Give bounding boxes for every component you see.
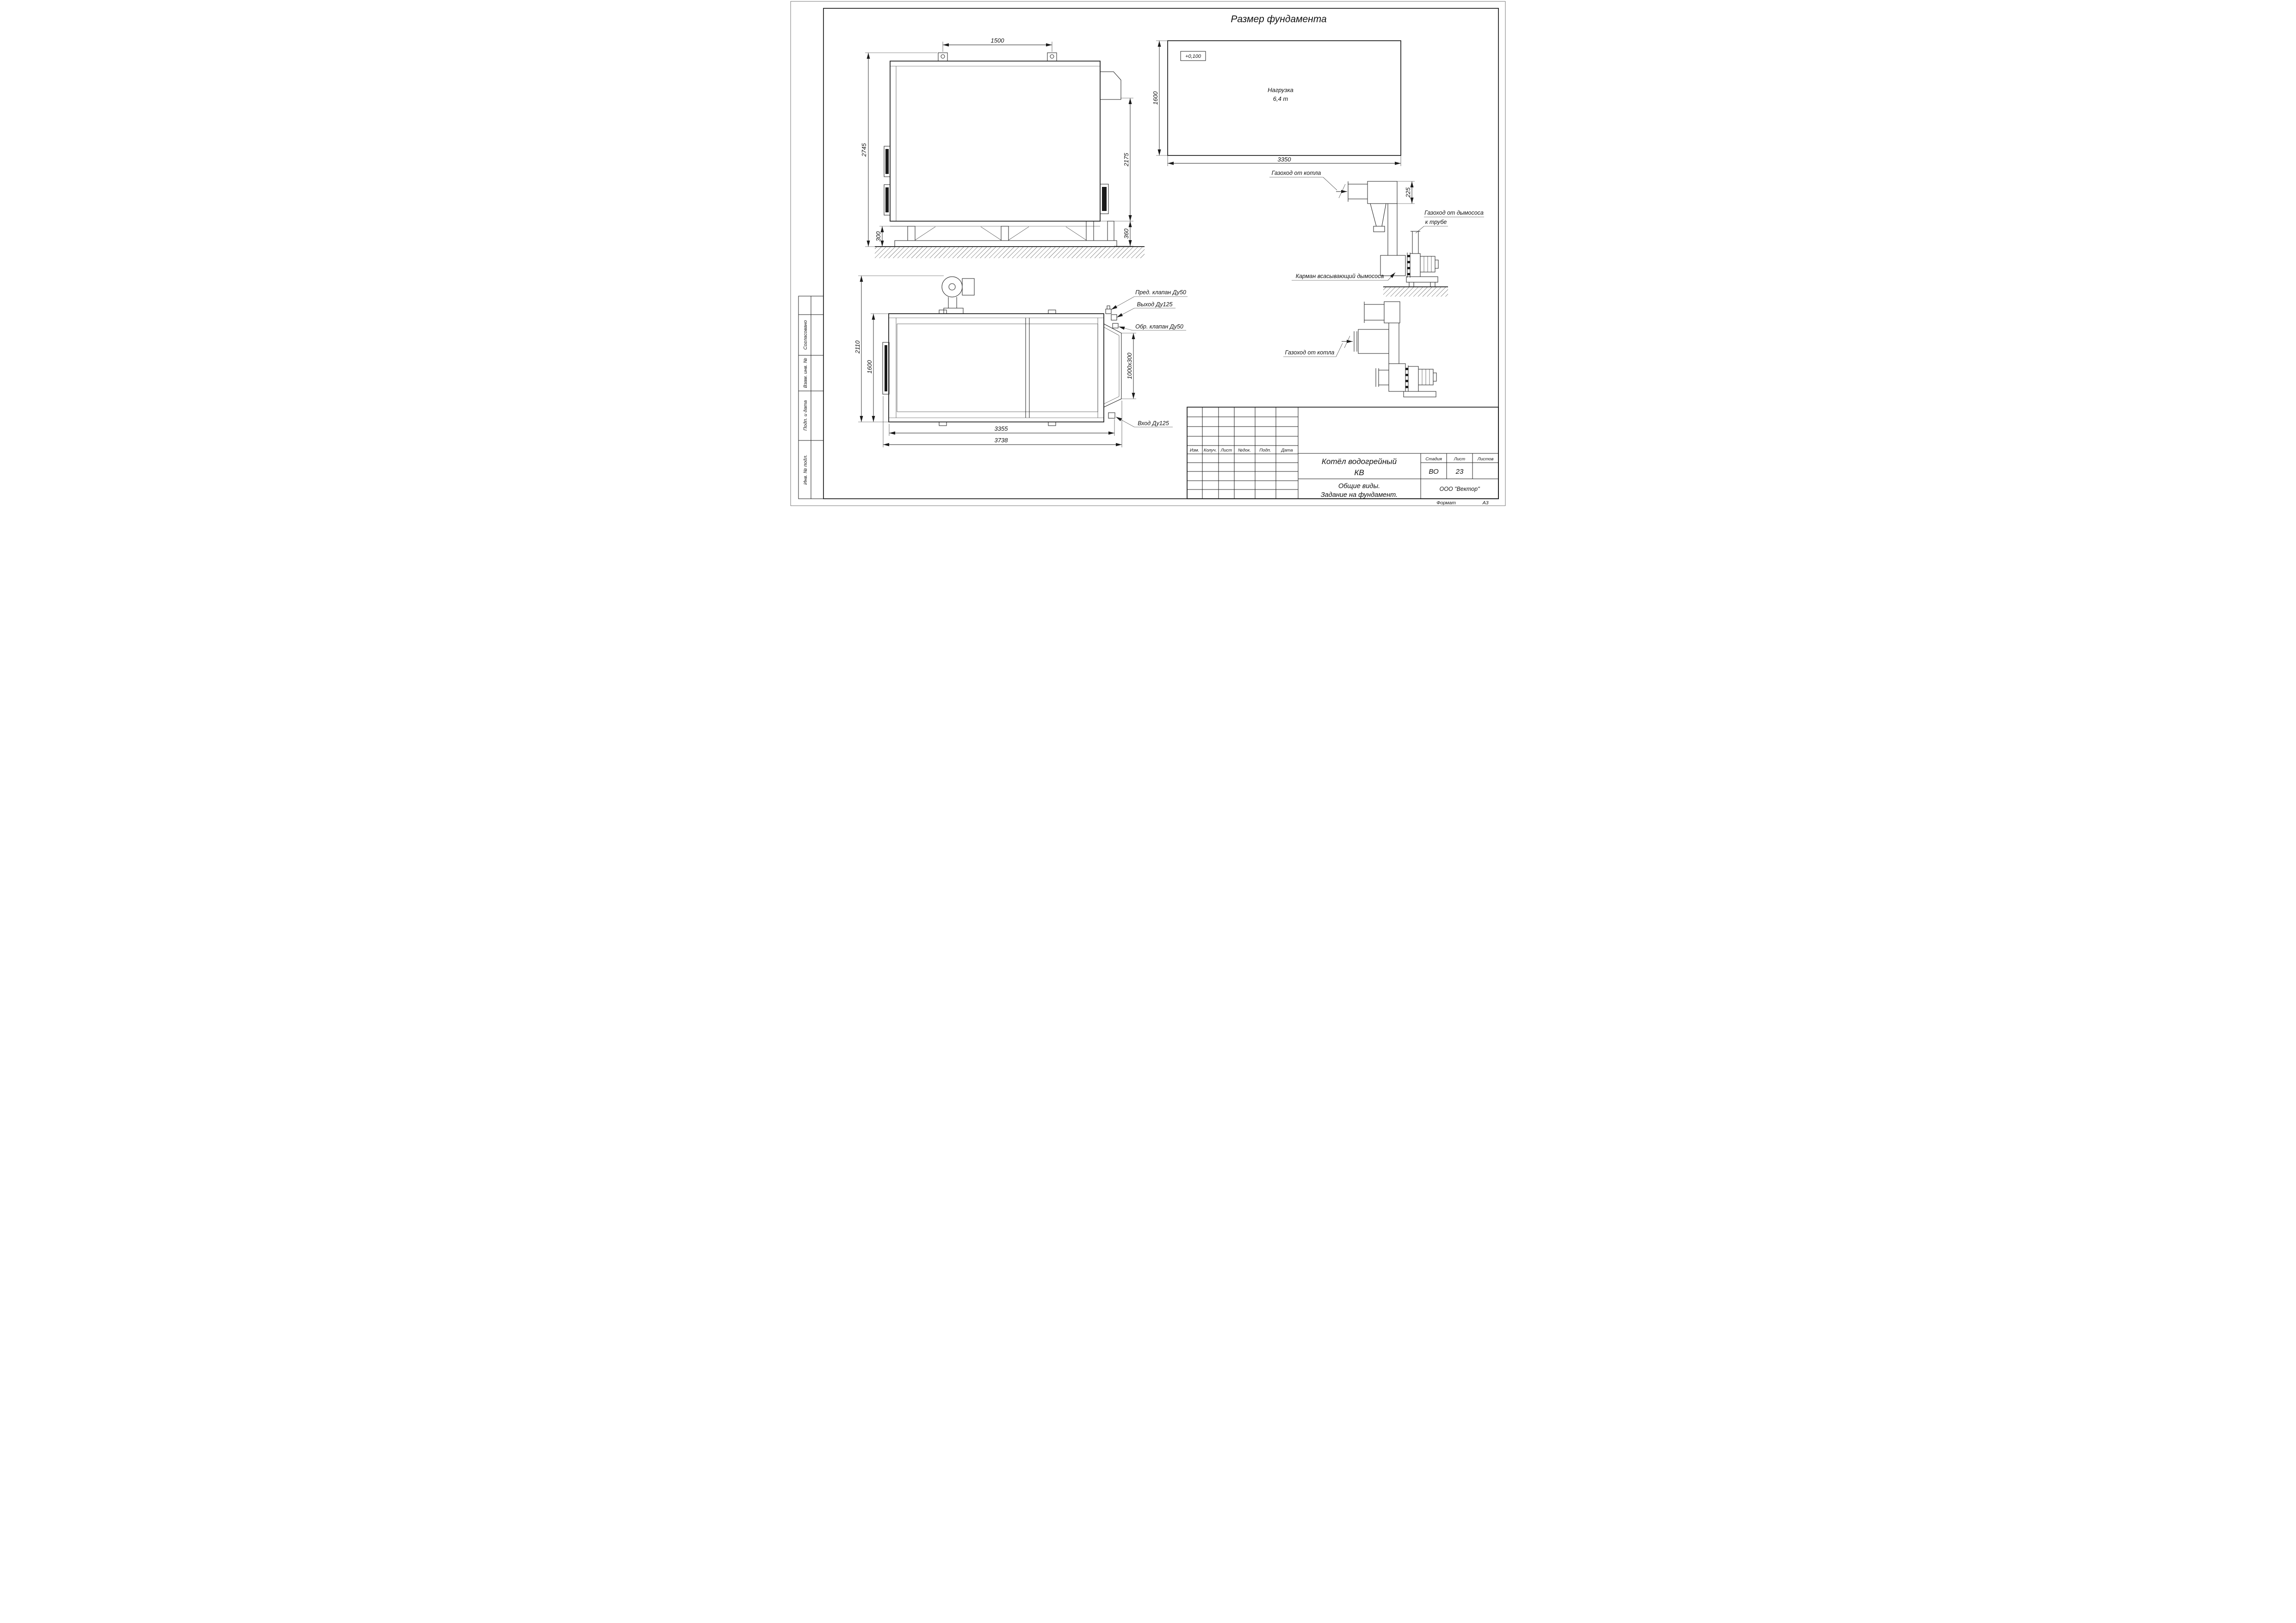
pump-body xyxy=(941,276,963,297)
margin-label-approved: Согласовано xyxy=(803,320,808,350)
margin-label-repl-inv: Взам. инв. № xyxy=(803,358,808,388)
side-view-dimensions: 1500 2745 2175 300 360 xyxy=(860,37,1133,247)
title-block: Изм. Колуч. Лист №док. Подп. Дата Котёл … xyxy=(1187,407,1499,499)
flue-duct-scheme-upper: Газоход от котла xyxy=(1269,170,1484,297)
support-rail xyxy=(894,240,1117,247)
flue-outlet xyxy=(1100,71,1121,100)
ground-hatch xyxy=(875,247,1145,258)
lifting-lug xyxy=(1047,52,1057,62)
dim-1500: 1500 xyxy=(991,37,1005,44)
label-outlet: Выход Ду125 xyxy=(1137,301,1172,308)
smoke-exhauster xyxy=(1410,253,1421,277)
sheets-label: Листов xyxy=(1477,457,1494,462)
label-safety-valve: Пред. клапан Ду50 xyxy=(1135,289,1186,296)
blueprint-drawing: Согласовано Взам. инв. № Подп. и дата Ин… xyxy=(789,0,1507,507)
inlet-flange xyxy=(1108,412,1115,419)
boiler-body-side xyxy=(890,61,1101,222)
company-name: ООО "Вектор" xyxy=(1439,486,1480,492)
duct-elbow xyxy=(1384,301,1400,323)
page-title: Размер фундамента xyxy=(1231,14,1326,25)
label-inlet: Вход Ду125 xyxy=(1138,420,1169,427)
label-duct-to-stack-2: к трубе xyxy=(1425,219,1447,225)
view-name-line1: Общие виды. xyxy=(1338,483,1380,490)
label-duct-from-boiler-upper: Газоход от котла xyxy=(1272,170,1321,176)
outlet-flange xyxy=(1111,314,1117,321)
load-label: Нагрузка xyxy=(1268,87,1293,93)
elevation-mark-box xyxy=(1180,51,1206,61)
sheet-label: Лист xyxy=(1454,457,1466,462)
boiler-body-plan xyxy=(888,313,1104,422)
check-valve xyxy=(1112,323,1119,328)
foundation-plan: +0,100 Нагрузка 6,4 т 1600 3350 xyxy=(1152,40,1401,166)
label-duct-to-stack-1: Газоход от дымососа xyxy=(1424,210,1484,216)
dim-300: 300 xyxy=(875,231,882,241)
dim-360: 360 xyxy=(1123,228,1130,238)
boiler-side-view xyxy=(875,52,1145,258)
plan-view-dimensions: 2110 1600 3355 3738 1000x300 xyxy=(854,275,1136,447)
dim-2745: 2745 xyxy=(860,143,867,157)
lifting-lug xyxy=(938,52,948,62)
doc-name-line1: Котёл водогрейный xyxy=(1322,457,1397,466)
boiler-plan-view xyxy=(882,276,1122,426)
ash-hopper xyxy=(1370,203,1386,227)
rev-header-podp: Подп. xyxy=(1259,448,1271,453)
fan-base xyxy=(1403,391,1436,397)
flue-transition xyxy=(1103,323,1122,408)
dim-3738: 3738 xyxy=(995,437,1009,444)
rev-header-data: Дата xyxy=(1281,448,1293,453)
suction-pocket xyxy=(1380,255,1406,276)
dim-2110: 2110 xyxy=(854,340,861,354)
dim-225: 225 xyxy=(1405,187,1411,198)
dim-1600-plan: 1600 xyxy=(866,360,873,374)
dim-1600-foundation: 1600 xyxy=(1152,91,1159,105)
rev-header-koluch: Колуч. xyxy=(1204,448,1217,453)
stage-label: Стадия xyxy=(1425,457,1442,462)
label-duct-from-boiler-lower: Газоход от котла xyxy=(1285,349,1335,356)
format-value: А3 xyxy=(1482,500,1489,506)
dim-1000x300: 1000x300 xyxy=(1126,353,1133,379)
duct-elbow-chamber xyxy=(1367,181,1398,204)
safety-valve xyxy=(1105,309,1112,314)
label-check-valve: Обр. клапан Ду50 xyxy=(1135,323,1183,330)
label-suction-pocket: Карман всасывающий дымососа xyxy=(1296,273,1384,279)
elevation-mark: +0,100 xyxy=(1185,54,1201,59)
flue-duct-scheme-lower: Газоход от котла xyxy=(1283,301,1437,397)
load-value: 6,4 т xyxy=(1273,95,1288,102)
doc-name-line2: КВ xyxy=(1354,468,1364,477)
plan-view-callouts: Пред. клапан Ду50 Выход Ду125 Обр. клапа… xyxy=(1111,289,1188,427)
sheet-value: 23 xyxy=(1455,468,1464,476)
rev-header-dok: №док. xyxy=(1238,448,1251,453)
view-name-line2: Задание на фундамент. xyxy=(1321,491,1398,499)
smoke-exhauster xyxy=(1408,366,1419,392)
fan-base xyxy=(1406,276,1438,283)
pump-motor xyxy=(962,278,975,296)
format-label: Формат xyxy=(1436,500,1456,506)
dim-2175: 2175 xyxy=(1123,153,1130,167)
duct-pocket xyxy=(1358,329,1389,354)
dim-3355: 3355 xyxy=(995,425,1009,432)
dim-3350: 3350 xyxy=(1278,156,1292,163)
margin-label-inv-orig: Инв. № подл. xyxy=(803,454,808,484)
rev-header-izm: Изм. xyxy=(1190,448,1199,453)
foundation-outline xyxy=(1167,40,1401,156)
rev-header-list: Лист xyxy=(1220,448,1232,453)
sheet-frame: Согласовано Взам. инв. № Подп. и дата Ин… xyxy=(790,1,1506,506)
margin-label-sign-date: Подп. и дата xyxy=(803,400,808,431)
stage-value: ВО xyxy=(1429,468,1439,476)
